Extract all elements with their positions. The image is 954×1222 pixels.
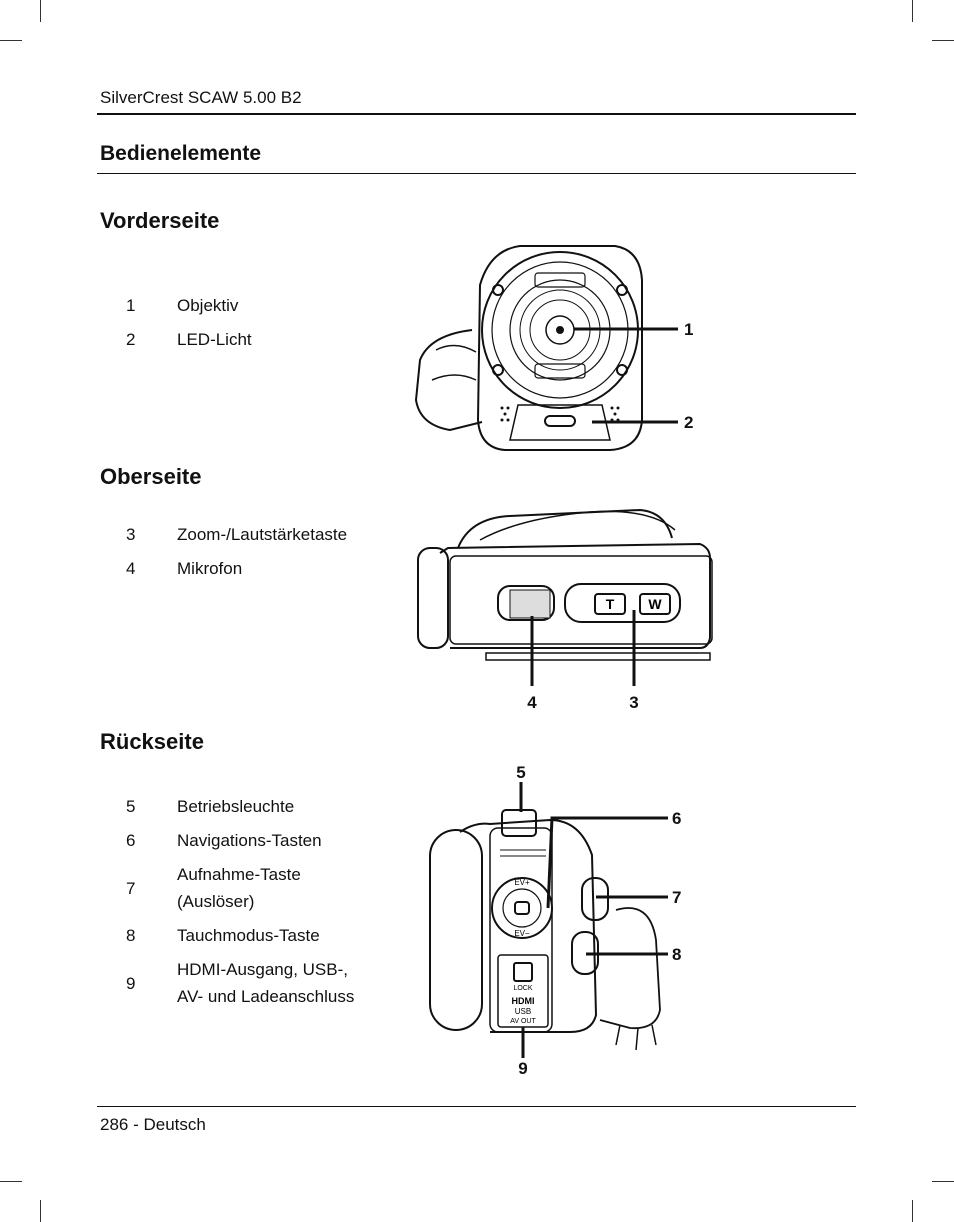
item-number: 1 (126, 296, 136, 315)
ev-plus-label: EV+ (514, 878, 530, 887)
crop-mark (912, 0, 913, 22)
callout-3: 3 (629, 693, 638, 712)
camera-back-illustration: EV+ EV− LOCK HDMI USB AV OUT 5 6 7 8 9 (420, 760, 700, 1080)
crop-mark (932, 40, 954, 41)
section-title-top: Oberseite (100, 464, 202, 489)
item-label: LED-Licht (177, 330, 252, 349)
page-footer: 286 - Deutsch (100, 1115, 206, 1134)
section-title-back: Rückseite (100, 729, 204, 754)
crop-mark (40, 1200, 41, 1222)
item-label: Tauchmodus-Taste (177, 926, 320, 945)
item-number: 5 (126, 797, 136, 816)
wide-button-label: W (648, 596, 662, 612)
section-title-front: Vorderseite (100, 208, 220, 233)
item-label: Betriebsleuchte (177, 797, 295, 816)
crop-mark (0, 40, 22, 41)
ev-minus-label: EV− (514, 929, 530, 938)
usb-label: USB (515, 1007, 531, 1016)
crop-mark (912, 1200, 913, 1222)
tele-button-label: T (606, 596, 615, 612)
item-number: 7 (126, 879, 136, 898)
callout-2: 2 (684, 413, 693, 432)
callout-8: 8 (672, 945, 681, 964)
crop-mark (932, 1181, 954, 1182)
item-label: HDMI-Ausgang, USB-, AV- und Ladeanschlus… (177, 960, 355, 1006)
item-label: Objektiv (177, 296, 239, 315)
callout-6: 6 (672, 809, 681, 828)
camera-front-illustration: 1 2 (410, 240, 710, 455)
item-number: 9 (126, 974, 136, 993)
av-out-label: AV OUT (510, 1018, 536, 1025)
callout-7: 7 (672, 888, 681, 907)
running-header: SilverCrest SCAW 5.00 B2 (100, 88, 302, 107)
item-number: 2 (126, 330, 136, 349)
footer-rule (97, 1106, 856, 1107)
lock-label: LOCK (513, 985, 532, 992)
item-label: Aufnahme-Taste (Auslöser) (177, 865, 301, 911)
item-number: 6 (126, 831, 136, 850)
callout-9: 9 (518, 1059, 527, 1078)
callout-5: 5 (516, 763, 525, 782)
hdmi-label: HDMI (512, 996, 535, 1006)
item-label: Mikrofon (177, 559, 243, 578)
title-rule (97, 173, 856, 174)
crop-mark (40, 0, 41, 22)
crop-mark (0, 1181, 22, 1182)
header-rule (97, 113, 856, 115)
page-title: Bedienelemente (100, 142, 262, 165)
item-number: 8 (126, 926, 136, 945)
item-number: 4 (126, 559, 136, 578)
item-label: Navigations-Tasten (177, 831, 322, 850)
item-number: 3 (126, 525, 136, 544)
callout-1: 1 (684, 320, 693, 339)
item-label: Zoom-/Lautstärketaste (177, 525, 348, 544)
camera-top-illustration: T W 4 3 (410, 498, 730, 718)
callout-4: 4 (527, 693, 537, 712)
